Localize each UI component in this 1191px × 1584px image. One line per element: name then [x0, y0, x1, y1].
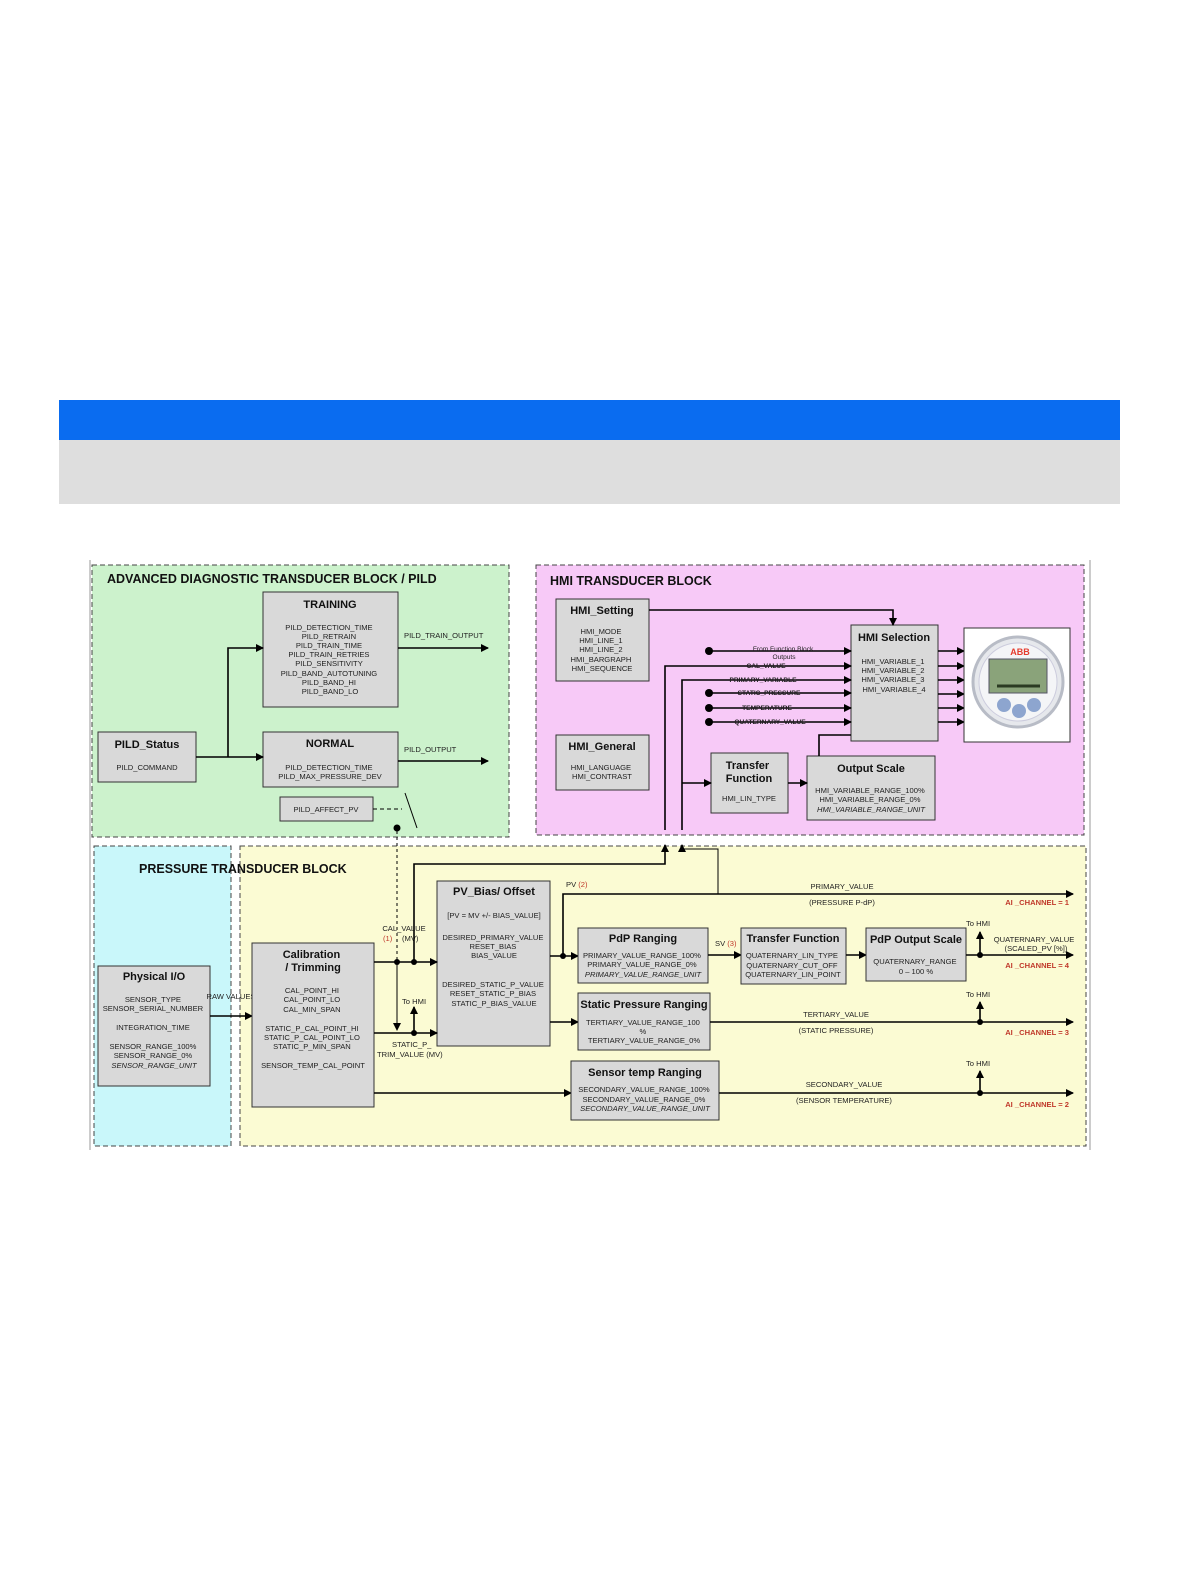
to-hmi-label-2: To HMI — [966, 1059, 990, 1068]
sensor-temp-ranging-block: Sensor temp Ranging SECONDARY_VALUE_RANG… — [570, 1060, 720, 1121]
quaternary-value-desc: (SCALED_PV [%]) — [1005, 944, 1068, 953]
physical-io-params: SENSOR_TYPE SENSOR_SERIAL_NUMBER INTEGRA… — [103, 995, 206, 1070]
transfer-function-params: QUATERNARY_LIN_TYPE QUATERNARY_CUT_OFF Q… — [745, 951, 841, 979]
pv-bias-offset-block: PV_Bias/ Offset [PV = MV +/- BIAS_VALUE]… — [436, 880, 551, 1047]
pdp-ranging-title: PdP Ranging — [609, 933, 677, 945]
pdp-output-scale-block: PdP Output Scale QUATERNARY_RANGE 0 – 10… — [865, 927, 967, 982]
hmi-setting-block: HMI_Setting HMI_MODE HMI_LINE_1 HMI_LINE… — [555, 598, 650, 682]
pild-training-params: PILD_DETECTION_TIME PILD_RETRAIN PILD_TR… — [281, 623, 380, 696]
pv-bias-formula: [PV = MV +/- BIAS_VALUE] — [447, 911, 541, 920]
calibration-params: CAL_POINT_HI CAL_POINT_LO CAL_MIN_SPAN S… — [261, 986, 365, 1070]
pild-normal-title: NORMAL — [306, 738, 355, 750]
temperature-input-label: TEMPERATURE — [742, 705, 792, 712]
pild-status-title: PILD_Status — [115, 739, 180, 751]
ai-channel-1-label: AI _CHANNEL = 1 — [1005, 898, 1070, 907]
pild-status-block: PILD_Status PILD_COMMAND — [97, 731, 197, 783]
header-bar — [59, 400, 1120, 440]
hmi-setting-title: HMI_Setting — [570, 605, 634, 617]
secondary-value-label: SECONDARY_VALUE — [806, 1080, 883, 1089]
quaternary-input-label: QUATERNARY_VALUE — [734, 719, 806, 726]
pild-output-label: PILD_OUTPUT — [404, 745, 457, 754]
hmi-setting-params: HMI_MODE HMI_LINE_1 HMI_LINE_2 HMI_BARGR… — [571, 627, 634, 673]
hmi-output-scale-params: HMI_VARIABLE_RANGE_100% HMI_VARIABLE_RAN… — [815, 786, 927, 814]
pdp-ranging-block: PdP Ranging PRIMARY_VALUE_RANGE_100% PRI… — [577, 927, 709, 984]
pild-status-param: PILD_COMMAND — [116, 763, 178, 772]
static-pressure-ranging-block: Static Pressure Ranging TERTIARY_VALUE_R… — [577, 992, 711, 1051]
ai-channel-3-label: AI _CHANNEL = 3 — [1005, 1028, 1069, 1037]
secondary-value-desc: (SENSOR TEMPERATURE) — [796, 1096, 892, 1105]
hmi-transfer-function-block: Transfer Function HMI_LIN_TYPE — [710, 752, 789, 814]
ai-channel-4-label: AI _CHANNEL = 4 — [1005, 961, 1070, 970]
pild-affect-pv-block: PILD_AFFECT_PV — [279, 796, 374, 822]
pdp-output-scale-params: QUATERNARY_RANGE 0 – 100 % — [873, 957, 958, 976]
static-ranging-params: TERTIARY_VALUE_RANGE_100 % TERTIARY_VALU… — [586, 1018, 702, 1045]
raw-values-label: RAW VALUES — [207, 992, 256, 1001]
pild-normal-block: NORMAL PILD_DETECTION_TIME PILD_MAX_PRES… — [262, 731, 399, 788]
hmi-selection-title: HMI Selection — [858, 632, 930, 644]
pressure-region-title: PRESSURE TRANSDUCER BLOCK — [139, 862, 347, 876]
hmi-selection-block: HMI Selection HMI_VARIABLE_1 HMI_VARIABL… — [850, 624, 939, 742]
sv-label: SV (3) — [715, 939, 737, 948]
subheader-bar — [59, 440, 1120, 504]
to-hmi-label-3: To HMI — [966, 990, 990, 999]
hmi-transfer-title: Transfer Function — [726, 760, 773, 785]
hmi-general-block: HMI_General HMI_LANGUAGE HMI_CONTRAST — [555, 734, 650, 791]
pv-label: PV (2) — [566, 880, 588, 889]
hmi-display-image: ABB — [963, 627, 1071, 743]
static-pressure-input-label: STATIC_PRESSURE — [738, 690, 801, 697]
hmi-general-title: HMI_General — [568, 741, 635, 753]
primary-variable-input-label: PRIMARY_VARIABLE — [729, 677, 797, 684]
physical-io-block: Physical I/O SENSOR_TYPE SENSOR_SERIAL_N… — [97, 965, 211, 1087]
hmi-output-scale-block: Output Scale HMI_VARIABLE_RANGE_100% HMI… — [806, 755, 936, 821]
pv-bias-params-2: DESIRED_STATIC_P_VALUE RESET_STATIC_P_BI… — [442, 980, 546, 1008]
pild-training-title: TRAINING — [303, 599, 356, 611]
ai-channel-2-label: AI _CHANNEL = 2 — [1005, 1100, 1069, 1109]
pv-bias-params-1: DESIRED_PRIMARY_VALUE RESET_BIAS BIAS_VA… — [442, 933, 545, 960]
hmi-output-scale-title: Output Scale — [837, 763, 905, 775]
hmi-general-params: HMI_LANGUAGE HMI_CONTRAST — [571, 763, 633, 781]
static-trim-label-2: TRIM_VALUE (MV) — [377, 1050, 443, 1059]
transfer-function-title: Transfer Function — [747, 933, 840, 945]
pdp-ranging-params: PRIMARY_VALUE_RANGE_100% PRIMARY_VALUE_R… — [583, 951, 703, 979]
primary-value-desc: (PRESSURE P-dP) — [809, 898, 875, 907]
calibration-title: Calibration / Trimming — [283, 949, 344, 974]
pild-region-title: ADVANCED DIAGNOSTIC TRANSDUCER BLOCK / P… — [107, 572, 437, 586]
cal-value-label: CAL_VALUE — [382, 924, 425, 933]
static-ranging-title: Static Pressure Ranging — [580, 999, 707, 1011]
pild-normal-params: PILD_DETECTION_TIME PILD_MAX_PRESSURE_DE… — [278, 763, 382, 781]
pild-affect-pv-label: PILD_AFFECT_PV — [294, 805, 360, 814]
from-function-block-label: From Function Block Outputs — [753, 646, 815, 661]
sensor-temp-ranging-title: Sensor temp Ranging — [588, 1067, 702, 1079]
hmi-transfer-param: HMI_LIN_TYPE — [722, 794, 776, 803]
to-hmi-label-1: To HMI — [402, 997, 426, 1006]
pild-training-block: TRAINING PILD_DETECTION_TIME PILD_RETRAI… — [262, 591, 399, 708]
pild-train-output-label: PILD_TRAIN_OUTPUT — [404, 631, 484, 640]
physical-io-title: Physical I/O — [123, 971, 186, 983]
cal-value-ref: (1) — [383, 934, 393, 943]
abb-logo: ABB — [1010, 647, 1030, 657]
pv-bias-title: PV_Bias/ Offset — [453, 886, 535, 898]
sensor-temp-ranging-params: SECONDARY_VALUE_RANGE_100% SECONDARY_VAL… — [578, 1085, 712, 1113]
to-hmi-label-4: To HMI — [966, 919, 990, 928]
calibration-trimming-block: Calibration / Trimming CAL_POINT_HI CAL_… — [251, 942, 375, 1108]
static-trim-label-1: STATIC_P_ — [392, 1040, 432, 1049]
primary-value-label: PRIMARY_VALUE — [810, 882, 873, 891]
cal-value-input-label: CAL_VALUE — [746, 663, 786, 670]
pdp-output-scale-title: PdP Output Scale — [870, 934, 962, 946]
tertiary-value-label: TERTIARY_VALUE — [803, 1010, 869, 1019]
quaternary-value-label: QUATERNARY_VALUE — [994, 935, 1075, 944]
cal-value-sub: (MV) — [402, 934, 419, 943]
tertiary-value-desc: (STATIC PRESSURE) — [799, 1026, 874, 1035]
transfer-function-block: Transfer Function QUATERNARY_LIN_TYPE QU… — [740, 927, 847, 985]
hmi-region-title: HMI TRANSDUCER BLOCK — [550, 574, 712, 588]
hmi-selection-params: HMI_VARIABLE_1 HMI_VARIABLE_2 HMI_VARIAB… — [861, 657, 926, 694]
